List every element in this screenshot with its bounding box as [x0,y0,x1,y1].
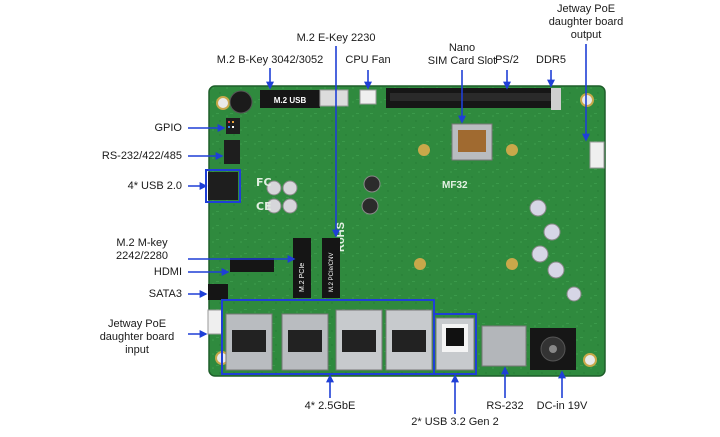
label-rs232: RS-232 [486,400,524,412]
dc-in-jack [530,328,576,370]
ddr5-slot [386,88,561,110]
mounting-hole [216,96,230,110]
label-lan: 4* 2.5GbE [304,400,356,412]
label-nano-sim-line1: Nano [448,42,476,54]
mounting-hole [583,353,597,367]
label-poe-output: Jetway PoE daughter board output [532,3,640,42]
label-poe-output-line1: Jetway PoE [556,3,616,15]
label-sata3: SATA3 [148,288,182,300]
leader-lines [188,44,590,414]
cpu-fan-header [359,89,377,105]
label-ddr5: DDR5 [536,54,566,66]
usb20-header [208,172,238,200]
label-poe-input-line2: daughter board [99,331,175,343]
label-dc-in: DC-in 19V [536,400,588,412]
label-nano-sim: Nano SIM Card Slot [412,42,512,68]
label-gpio: GPIO [154,122,182,134]
label-poe-output-line2: daughter board [548,16,624,28]
rs232-422-485-header [224,140,240,164]
hdmi-connector [230,258,274,272]
highlight-boxes [205,169,477,375]
sata3-connector [208,284,228,300]
usb32-box [433,313,477,375]
lan-ports [225,309,433,371]
mf32-silk: MF32 [442,180,468,191]
label-usb32: 2* USB 3.2 Gen 2 [411,416,499,428]
m2-e-key-slot [319,89,349,107]
label-poe-input-line1: Jetway PoE [107,318,167,330]
label-hdmi: HDMI [153,266,182,278]
label-ps2: PS/2 [495,54,519,66]
label-m2-e-key: M.2 E-Key 2230 [296,32,376,44]
label-nano-sim-line2: SIM Card Slot [427,55,497,67]
label-usb20: 4* USB 2.0 [127,180,182,192]
m2-b-key-slot: M.2 USB [260,90,320,108]
label-poe-input-line3: input [125,344,149,356]
m2-pcie-cnv-silk: M.2 PCIe/CNV [329,253,335,292]
svg-text:FC: FC [256,176,272,189]
label-poe-output-line3: output [570,29,602,41]
capacitors [266,175,582,302]
gpio-header [226,118,240,134]
label-m2-m-key-line1: M.2 M-key [116,237,168,249]
m2-pcie-silk: M.2 PCIe [299,263,306,292]
m2-usb-silk: M.2 USB [274,96,307,105]
label-m2-m-key-line2: 2242/2280 [116,250,168,262]
sim-slot [451,123,493,161]
label-cpu-fan: CPU Fan [345,54,391,66]
m2-m-key-slot: M.2 PCIe M.2 PCIe/CNV [293,238,340,298]
rs232-connector [481,325,527,367]
label-rs232-422-485: RS-232/422/485 [101,150,182,162]
mounting-hole [580,93,594,107]
svg-text:CE: CE [256,200,272,213]
poe-input-connector [207,309,223,335]
label-poe-input: Jetway PoE daughter board input [92,318,182,357]
label-m2-b-key: M.2 B-Key 3042/3052 [216,54,324,66]
poe-output-connector [589,141,605,169]
label-m2-m-key: M.2 M-key 2242/2280 [102,237,182,263]
cmos-battery [229,90,253,114]
usb32-ports [435,317,475,371]
